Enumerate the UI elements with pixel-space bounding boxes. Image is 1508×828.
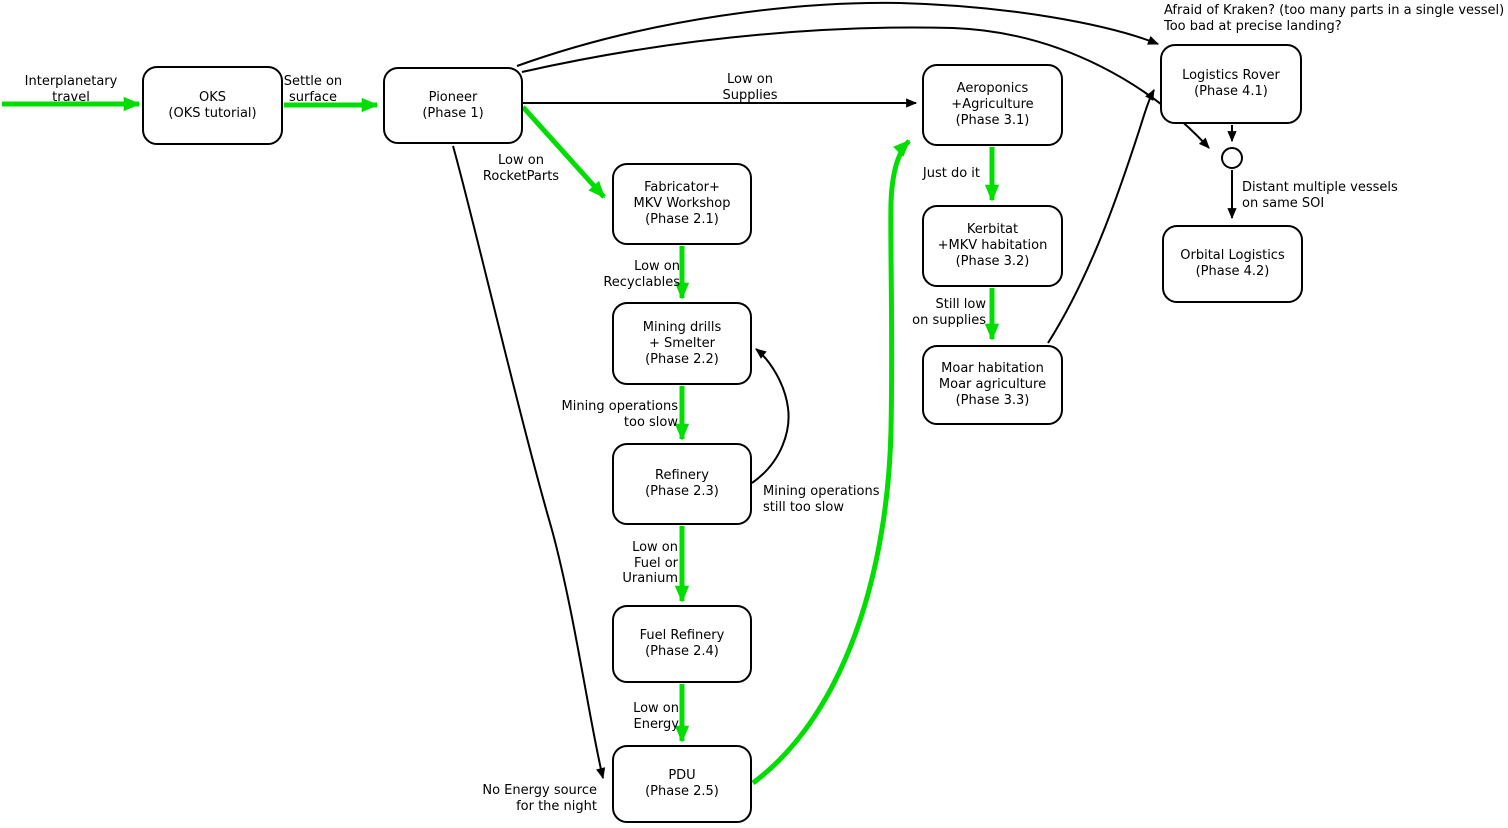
label-low-on-recyclables: Low on Recyclables bbox=[603, 259, 680, 290]
label-interplanetary-travel: Interplanetary travel bbox=[24, 74, 118, 105]
edge-pioneer-to-pdu bbox=[452, 145, 606, 780]
node-fuel-refinery: Fuel Refinery (Phase 2.4) bbox=[612, 605, 752, 683]
label-mining-too-slow: Mining operations too slow bbox=[561, 399, 679, 430]
edge-refinery-loop-to-mining bbox=[751, 348, 790, 484]
node-fabricator-workshop: Fabricator+ MKV Workshop (Phase 2.1) bbox=[612, 163, 752, 245]
label-distant-vessels-same-soi: Distant multiple vessels on same SOI bbox=[1242, 180, 1398, 211]
node-mining-drills-smelter: Mining drills + Smelter (Phase 2.2) bbox=[612, 302, 752, 385]
label-mining-still-too-slow: Mining operations still too slow bbox=[763, 484, 880, 515]
merge-junction-node bbox=[1221, 147, 1243, 169]
label-low-on-fuel-or-uranium: Low on Fuel or Uranium bbox=[622, 540, 678, 586]
node-aeroponics-agriculture: Aeroponics +Agriculture (Phase 3.1) bbox=[922, 64, 1063, 146]
node-logistics-rover: Logistics Rover (Phase 4.1) bbox=[1160, 44, 1302, 124]
node-kerbitat-habitation: Kerbitat +MKV habitation (Phase 3.2) bbox=[922, 205, 1063, 287]
label-settle-on-surface: Settle on surface bbox=[283, 74, 343, 105]
edge-moar-to-logistics-rover bbox=[1047, 89, 1155, 344]
node-orbital-logistics: Orbital Logistics (Phase 4.2) bbox=[1162, 225, 1303, 303]
edge-pioneer-to-logistics-rover bbox=[516, 1, 1160, 67]
node-refinery: Refinery (Phase 2.3) bbox=[612, 443, 752, 525]
edge-pdu-to-aeroponics bbox=[751, 139, 911, 786]
node-moar-habitation-agriculture: Moar habitation Moar agriculture (Phase … bbox=[922, 345, 1063, 425]
label-no-energy-source: No Energy source for the night bbox=[482, 783, 597, 814]
label-just-do-it: Just do it bbox=[922, 166, 980, 181]
node-oks: OKS (OKS tutorial) bbox=[142, 66, 283, 145]
node-pioneer: Pioneer (Phase 1) bbox=[383, 67, 523, 144]
label-low-on-energy: Low on Energy bbox=[633, 701, 679, 732]
label-low-on-supplies: Low on Supplies bbox=[722, 72, 778, 103]
label-low-on-rocketparts: Low on RocketParts bbox=[482, 153, 560, 184]
node-pdu: PDU (Phase 2.5) bbox=[612, 745, 752, 823]
label-kraken-note: Afraid of Kraken? (too many parts in a s… bbox=[1164, 3, 1505, 34]
label-still-low-on-supplies: Still low on supplies bbox=[912, 297, 986, 328]
edge-pioneer-to-fabricator bbox=[521, 105, 606, 199]
edge-pioneer-to-junction bbox=[521, 26, 1210, 149]
